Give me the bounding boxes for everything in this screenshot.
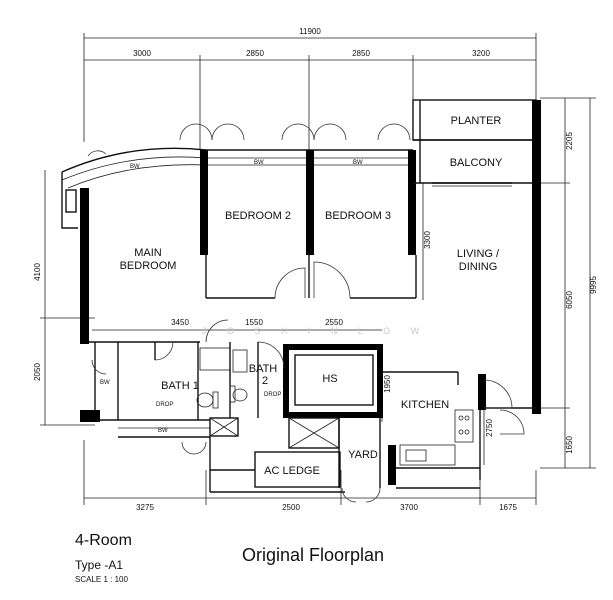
bw-label-main: BW xyxy=(130,164,140,170)
dim-inner-3450: 3450 xyxy=(171,318,189,327)
bw-label-bed3: BW xyxy=(353,160,363,166)
dim-top-2: 2850 xyxy=(246,49,264,58)
room-label-main-bedroom-2: BEDROOM xyxy=(120,260,177,272)
room-label-bedroom-3: BEDROOM 3 xyxy=(325,210,391,222)
room-label-living-2: DINING xyxy=(459,261,498,273)
dim-inner-1550: 1550 xyxy=(245,318,263,327)
dim-right-b: 6050 xyxy=(565,291,574,309)
dim-inner-3300: 3300 xyxy=(423,231,432,249)
bw-label-bed2: BW xyxy=(254,160,264,166)
dim-top-1: 3000 xyxy=(133,49,151,58)
dim-inner-1950: 1950 xyxy=(383,375,392,393)
room-labels: PLANTER BALCONY BEDROOM 2 BEDROOM 3 MAIN… xyxy=(120,115,503,477)
room-label-living-1: LIVING / xyxy=(457,248,500,260)
scale-label: SCALE 1 : 100 xyxy=(75,575,128,584)
dim-top-4: 3200 xyxy=(472,49,490,58)
dim-top-total: 11900 xyxy=(299,27,321,36)
bw-label-left: BW xyxy=(100,380,110,386)
flat-type-title: 4-Room xyxy=(75,532,132,549)
doors xyxy=(87,123,525,503)
room-label-kitchen: KITCHEN xyxy=(401,399,449,411)
bw-label-bottom: BW xyxy=(158,428,168,434)
drop-label-bath1: DROP xyxy=(156,402,173,408)
dim-bottom-3: 3700 xyxy=(400,503,418,512)
dim-bottom-4: 1675 xyxy=(499,503,517,512)
room-label-planter: PLANTER xyxy=(451,115,502,127)
drop-label-bath2: DROP xyxy=(264,392,281,398)
dim-right-a: 2205 xyxy=(565,132,574,150)
room-label-balcony: BALCONY xyxy=(450,157,503,169)
dim-inner-2750: 2750 xyxy=(485,419,494,437)
dim-inner-2550: 2550 xyxy=(325,318,343,327)
room-label-hs: HS xyxy=(322,373,337,385)
room-label-bath-1: BATH 1 xyxy=(161,380,199,392)
room-label-ac-ledge: AC LEDGE xyxy=(264,465,320,477)
room-label-bath-2-1: BATH xyxy=(249,363,278,375)
dim-bottom-1: 3275 xyxy=(136,503,154,512)
dimension-labels: 11900 3000 2850 2850 3200 3275 2500 3700… xyxy=(33,27,598,512)
dim-left-lower: 2050 xyxy=(33,363,42,381)
dim-left-upper: 4100 xyxy=(33,263,42,281)
bw-labels: BW BW BW BW BW DROP DROP xyxy=(100,160,363,434)
room-label-bedroom-2: BEDROOM 2 xyxy=(225,210,291,222)
plan-title: Original Floorplan xyxy=(242,545,385,565)
room-label-main-bedroom-1: MAIN xyxy=(134,247,162,259)
floorplan-drawing: 11900 3000 2850 2850 3200 3275 2500 3700… xyxy=(33,27,598,512)
flat-subtype: Type -A1 xyxy=(75,558,124,572)
dim-right-c: 1650 xyxy=(565,436,574,454)
dim-bottom-2: 2500 xyxy=(282,503,300,512)
room-label-yard: YARD xyxy=(348,449,378,461)
dim-right-outer: 9995 xyxy=(589,276,598,294)
watermark: J O S H I N L O W xyxy=(202,326,428,336)
room-label-bath-2-2: 2 xyxy=(262,375,268,387)
dim-top-3: 2850 xyxy=(352,49,370,58)
